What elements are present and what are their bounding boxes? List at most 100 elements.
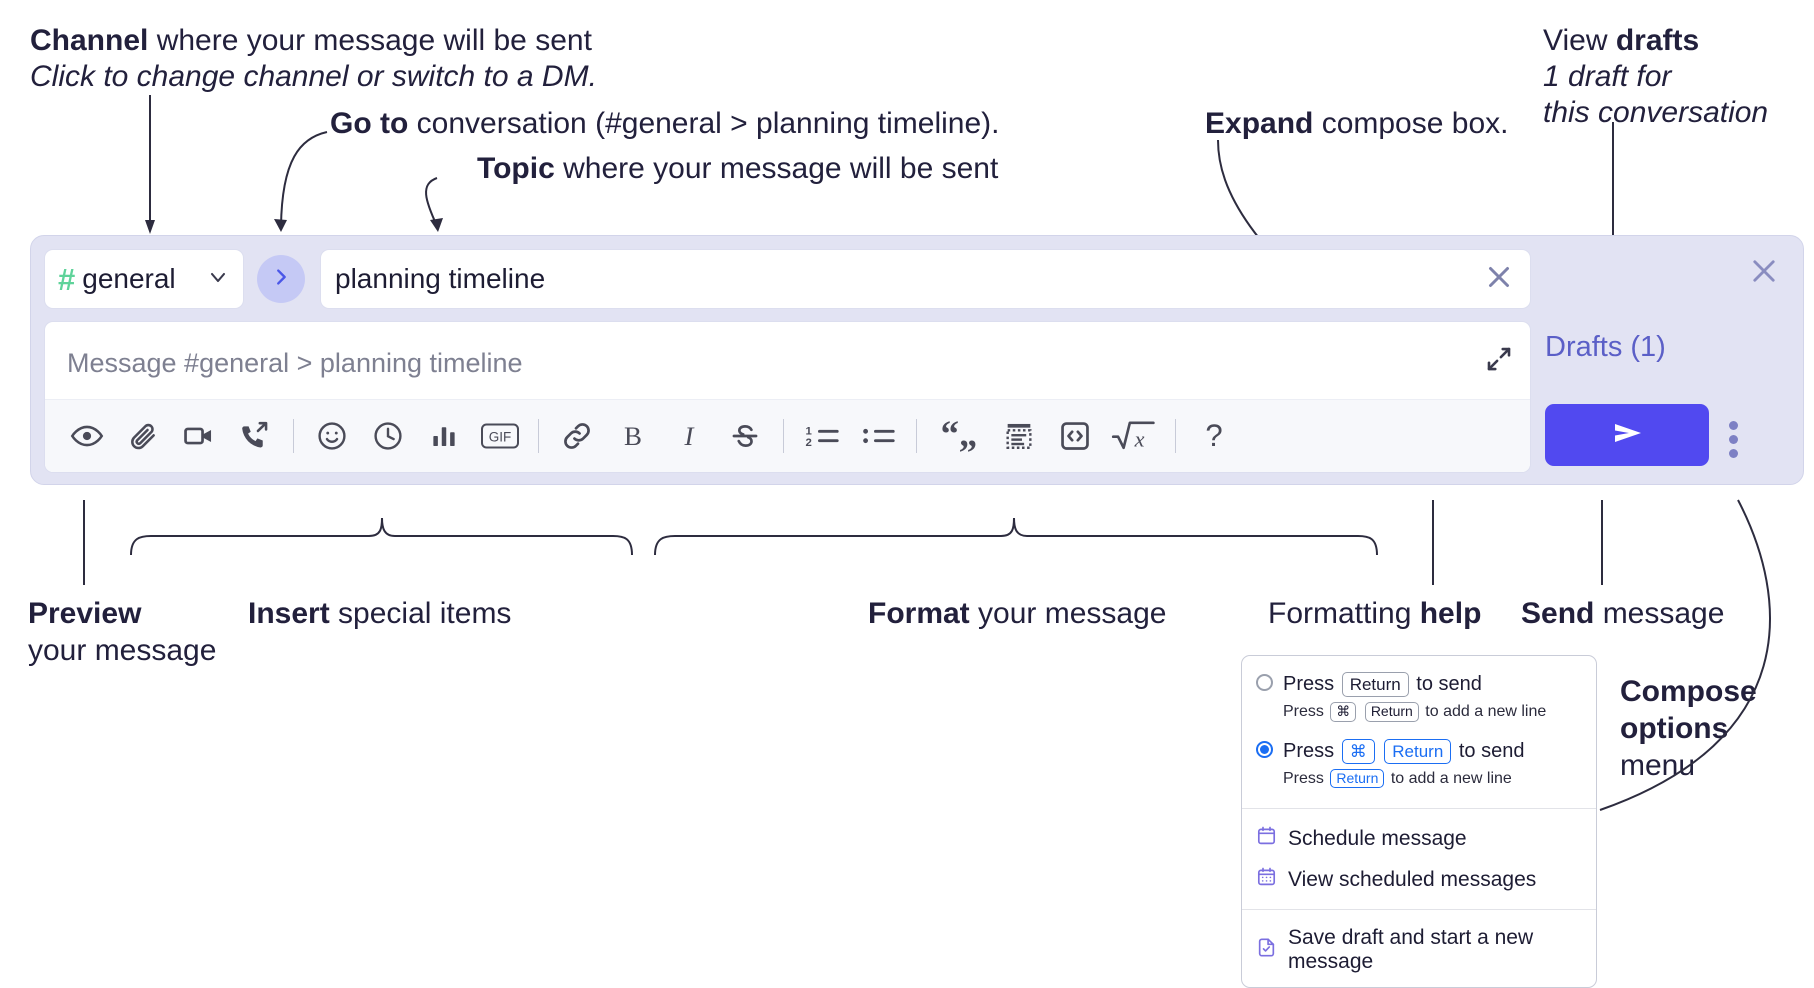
menu-item-label: Save draft and start a new message [1288,926,1534,974]
separator-4 [916,419,917,453]
topic-value: planning timeline [335,263,546,294]
formatting-help-button[interactable]: ? [1186,408,1242,464]
menu-item-view-scheduled-messages[interactable]: View scheduled messages [1242,859,1596,900]
annotation-channel: Channel where your message will be sent [30,22,592,60]
annotation-expand-rest: compose box. [1313,107,1509,140]
annotation-send-rest: message [1594,597,1725,630]
annotation-channel-bold: Channel [30,24,149,57]
send-icon [1606,418,1648,453]
annotation-topic-rest: where your message will be sent [554,152,999,185]
compose-header-row: # general planning timeline [44,249,1531,309]
compose-options-button[interactable] [1729,416,1738,463]
annotation-goto-rest: conversation (#general > planning timeli… [408,107,1000,140]
menu-item-label: Schedule message [1288,826,1467,850]
italic-button[interactable]: I [661,408,717,464]
annotation-preview: Preview [28,595,141,633]
radio-button[interactable] [1256,740,1273,758]
annotation-send-bold: Send [1521,597,1595,630]
emoji-button[interactable] [304,408,360,464]
svg-text:x: x [1134,426,1145,451]
blockquote-button[interactable]: “„ [927,408,991,464]
key-cap: Return [1341,672,1409,698]
expand-icon[interactable] [1484,344,1514,379]
annotation-channel-rest: where your message will be sent [148,24,592,57]
annotation-drafts: View drafts [1543,22,1699,60]
go-to-conversation-button[interactable] [257,255,305,303]
annotation-compose-options-line3-text: menu [1620,749,1696,782]
annotation-topic-bold: Topic [477,152,555,185]
annotation-drafts-line2-text: 1 draft for [1543,60,1672,93]
menu-option-sub: Press ⌘ Return to add a new line [1242,699,1596,733]
bold-button[interactable]: B [605,408,661,464]
compose-options-menu: Press Return to send Press ⌘ Return to a… [1241,655,1597,988]
channel-selector-button[interactable]: # general [44,249,244,309]
message-input[interactable]: Message #general > planning timeline [67,348,523,378]
chevron-down-icon [206,265,230,294]
sub-press-label: Press [1283,703,1324,720]
drafts-link[interactable]: Drafts (1) [1545,331,1666,363]
close-compose-button[interactable] [1747,254,1781,293]
sub-tail-label: to add a new line [1425,703,1547,720]
kebab-dot [1729,421,1738,430]
kebab-dot [1729,435,1738,444]
poll-button[interactable] [416,408,472,464]
separator-2 [538,419,539,453]
send-button[interactable] [1545,404,1709,466]
annotation-insert-rest: special items [329,597,512,630]
annotation-format-rest: your message [969,597,1167,630]
reminder-button[interactable] [360,408,416,464]
svg-text:B: B [624,421,642,451]
annotation-preview-bold: Preview [28,597,142,630]
compose-box: # general planning timeline Message #gen… [30,235,1804,485]
separator-5 [1175,419,1176,453]
annotation-drafts-line3-text: this conversation [1543,96,1769,129]
channel-name-label: general [82,263,176,294]
key-cap: Return [1384,738,1452,764]
svg-text:“„: “„ [941,419,978,453]
link-button[interactable] [549,408,605,464]
bulleted-list-button[interactable] [850,408,906,464]
annotation-preview-line2: your message [28,632,216,670]
video-clip-button[interactable] [171,408,227,464]
svg-text:1: 1 [806,426,813,438]
topic-input[interactable]: planning timeline [320,249,1531,309]
annotation-preview-line2-text: your message [28,634,217,667]
annotation-format: Format your message [868,595,1166,633]
annotation-send: Send message [1521,595,1724,633]
code-button[interactable] [1047,408,1103,464]
annotation-goto: Go to conversation (#general > planning … [330,105,1000,143]
svg-text:I: I [684,421,696,451]
strikethrough-button[interactable] [717,408,773,464]
chevron-right-icon [270,266,292,293]
latex-button[interactable]: x [1103,408,1165,464]
annotation-channel-italic: Click to change channel or switch to a D… [30,60,597,93]
menu-radio-option[interactable]: Press ⌘ Return to send [1242,733,1596,766]
annotation-goto-bold: Go to [330,107,409,140]
radio-button[interactable] [1256,674,1273,691]
close-icon[interactable] [1482,260,1516,299]
annotation-compose-options-line1: Compose [1620,675,1757,708]
menu-radio-option[interactable]: Press Return to send [1242,666,1596,699]
ordered-list-button[interactable]: 1 2 [794,408,850,464]
formatting-toolbar: GIF B I 1 [45,399,1530,472]
save-draft-icon [1256,937,1277,964]
tail-label: to send [1458,739,1525,762]
press-label: Press [1283,673,1335,695]
hash-icon: # [58,261,76,297]
separator-1 [293,419,294,453]
annotation-drafts-bold: drafts [1615,24,1700,57]
annotation-help: Formatting help [1268,595,1481,633]
attach-button[interactable] [115,408,171,464]
audio-clip-button[interactable] [227,408,283,464]
message-input-card: Message #general > planning timeline [44,321,1531,473]
code-block-button[interactable] [991,408,1047,464]
key-cap: ⌘ [1330,702,1357,722]
menu-option-line: Press ⌘ Return to send [1283,736,1524,766]
annotation-format-bold: Format [868,597,970,630]
annotation-channel-sub: Click to change channel or switch to a D… [30,58,597,96]
menu-item-save-draft[interactable]: Save draft and start a new message [1242,919,1596,987]
gif-button[interactable]: GIF [472,408,528,464]
menu-item-schedule-message[interactable]: Schedule message [1242,818,1596,859]
preview-button[interactable] [59,408,115,464]
annotation-help-bold: help [1419,597,1482,630]
